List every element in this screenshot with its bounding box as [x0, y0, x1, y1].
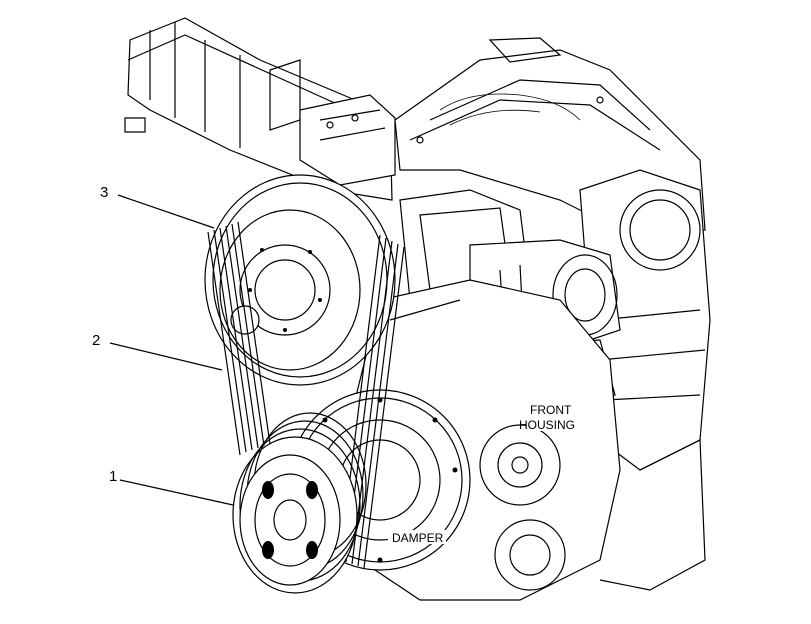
callout-3: 3 [100, 184, 108, 201]
upper-pulley [204, 174, 396, 386]
label-front-housing-line1: FRONT [530, 403, 572, 417]
callout-1: 1 [109, 468, 117, 485]
callout-2: 2 [92, 332, 100, 349]
engine-upper-housing [124, 17, 396, 201]
lower-right-pulley [479, 424, 566, 591]
label-damper: DAMPER [392, 531, 444, 545]
drive-belts [207, 221, 405, 569]
label-front-housing-line2: HOUSING [519, 418, 575, 432]
leader-line-3 [117, 194, 215, 229]
crank-pulley [232, 412, 367, 594]
leader-lines [109, 194, 234, 506]
leader-line-1 [119, 479, 234, 506]
leader-line-2 [109, 342, 223, 371]
